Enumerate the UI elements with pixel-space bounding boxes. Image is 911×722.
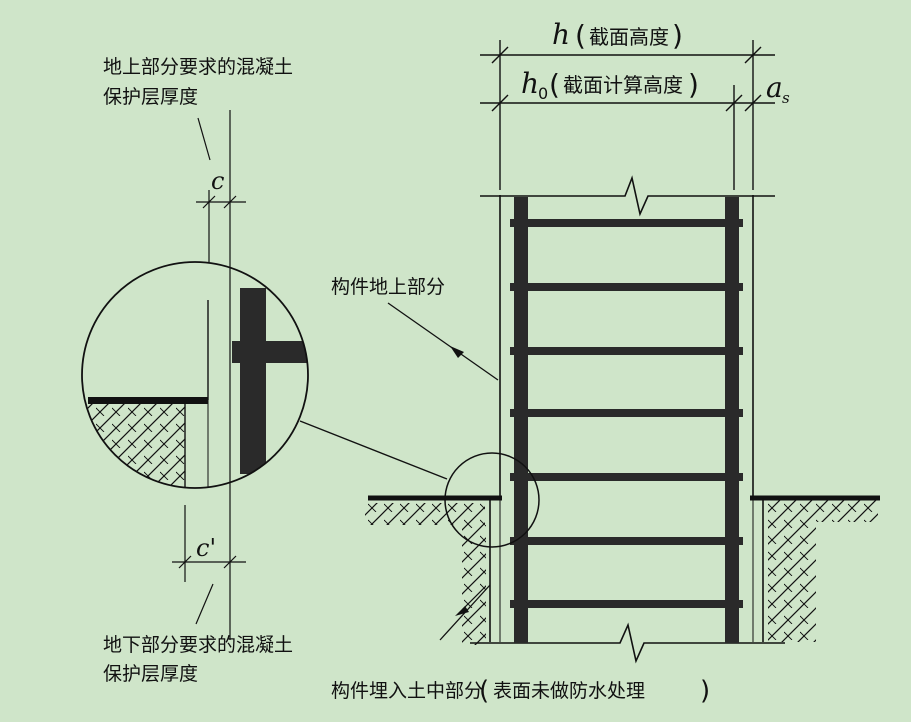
as-symbol: a [766,71,783,104]
detail-circle-content [85,288,308,488]
longitudinal-bar-left [514,197,528,643]
above-cover-label-line1: 地上部分要求的混凝土 [103,56,293,78]
below-cover-label-line2: 保护层厚度 [103,663,198,685]
h0-text: 截面计算高度 [563,73,683,97]
stirrup [510,473,743,481]
member-buried-note: 表面未做防水处理 [493,680,645,702]
longitudinal-bar-right [725,197,739,643]
as-subscript: s [782,89,790,107]
c-symbol: c [211,167,224,195]
dim-as-label: a s [766,71,790,107]
member-buried-open-paren: ( [479,676,489,706]
dim-h0-label: h 0 ( 截面计算高度 ) [521,67,699,103]
member-buried-close-paren: ) [700,676,710,706]
detail-enlarged-circle [81,261,309,489]
below-cover-label-line1: 地下部分要求的混凝土 [103,634,293,656]
soil-hatching [365,500,878,645]
stirrup [510,347,743,355]
dimension-lines [480,40,775,190]
member-buried-text: 构件埋入土中部分 [331,680,483,702]
dim-h-label: h ( 截面高度 ) [552,18,683,52]
rebar-cage [510,197,743,643]
h0-symbol: h [521,67,539,100]
stirrup [510,537,743,545]
stirrup [510,409,743,417]
member-above-label: 构件地上部分 [331,276,445,298]
above-cover-label-line2: 保护层厚度 [103,86,198,108]
h0-subscript: 0 [538,84,548,103]
h-symbol: h [552,18,570,51]
detail-connector-line [299,420,448,480]
stirrup [510,600,743,608]
column-outline [470,175,785,664]
member-above-leader [387,302,499,381]
cover-guide-lines [172,110,246,640]
c-prime-symbol: c' [196,534,216,562]
h-text: 截面高度 [589,25,669,49]
h-close-paren: ) [672,19,683,52]
stirrup [510,219,743,227]
member-buried-leader [439,584,491,641]
stirrup [510,283,743,291]
detail-marker-circle [444,452,540,548]
h-open-paren: ( [575,19,586,52]
h0-close-paren: ) [688,68,699,101]
member-buried-label: 构件埋入土中部分 ( 表面未做防水处理 ) [331,676,710,706]
h0-open-paren: ( [549,68,560,101]
